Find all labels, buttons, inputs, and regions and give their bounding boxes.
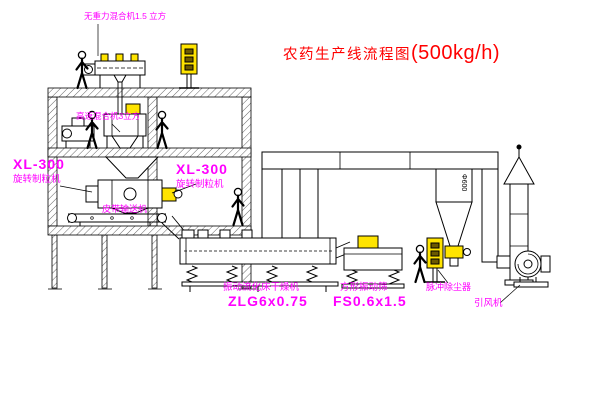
label-dust-collector: 脉冲除尘器 <box>426 282 472 292</box>
high-speed-mixer <box>103 103 147 149</box>
label-dryer-model: ZLG6x0.75 <box>228 293 308 309</box>
belt-conveyor <box>67 213 167 226</box>
fluid-bed-dryer <box>179 229 339 292</box>
title-text: 农药生产线流程图 <box>283 47 411 63</box>
induced-draft-fan <box>513 250 551 288</box>
feed-funnel <box>104 156 160 179</box>
control-cabinet-top <box>178 43 200 89</box>
leader-lines <box>59 24 521 304</box>
cyclone-separator: Φ600 <box>435 168 473 267</box>
person-figure <box>413 244 427 284</box>
screen-motor <box>357 235 379 249</box>
label-screen-model: FS0.6x1.5 <box>333 293 407 309</box>
vibrating-screen <box>335 235 405 289</box>
gravity-free-mixer <box>81 53 146 114</box>
label-dryer-name: 振动流化床干燥机 <box>223 282 300 293</box>
label-induced-draft-fan: 引风机 <box>474 298 503 309</box>
label-high-speed-mixer: 高速混合机3立方 <box>76 111 141 121</box>
label-belt-conveyor: 皮带输送机 <box>102 204 148 214</box>
rotary-granulator <box>85 179 183 214</box>
diagram-title: 农药生产线流程图(500kg/h) <box>283 42 500 65</box>
label-gravity-free-mixer: 无重力混合机1.5 立方 <box>84 11 167 21</box>
label-screen-name: 方形振动筛 <box>340 282 388 293</box>
person-figure <box>155 110 169 150</box>
label-granulator-center-model: XL-300 <box>176 161 228 177</box>
label-granulator-center-name: 旋转制粒机 <box>176 179 224 190</box>
title-capacity: (500kg/h) <box>411 42 500 64</box>
label-granulator-left-model: XL-300 <box>13 156 65 172</box>
rotary-valve <box>444 245 464 259</box>
label-granulator-left-name: 旋转制粒机 <box>13 174 61 185</box>
cyclone-diameter-text: Φ600 <box>460 174 467 191</box>
